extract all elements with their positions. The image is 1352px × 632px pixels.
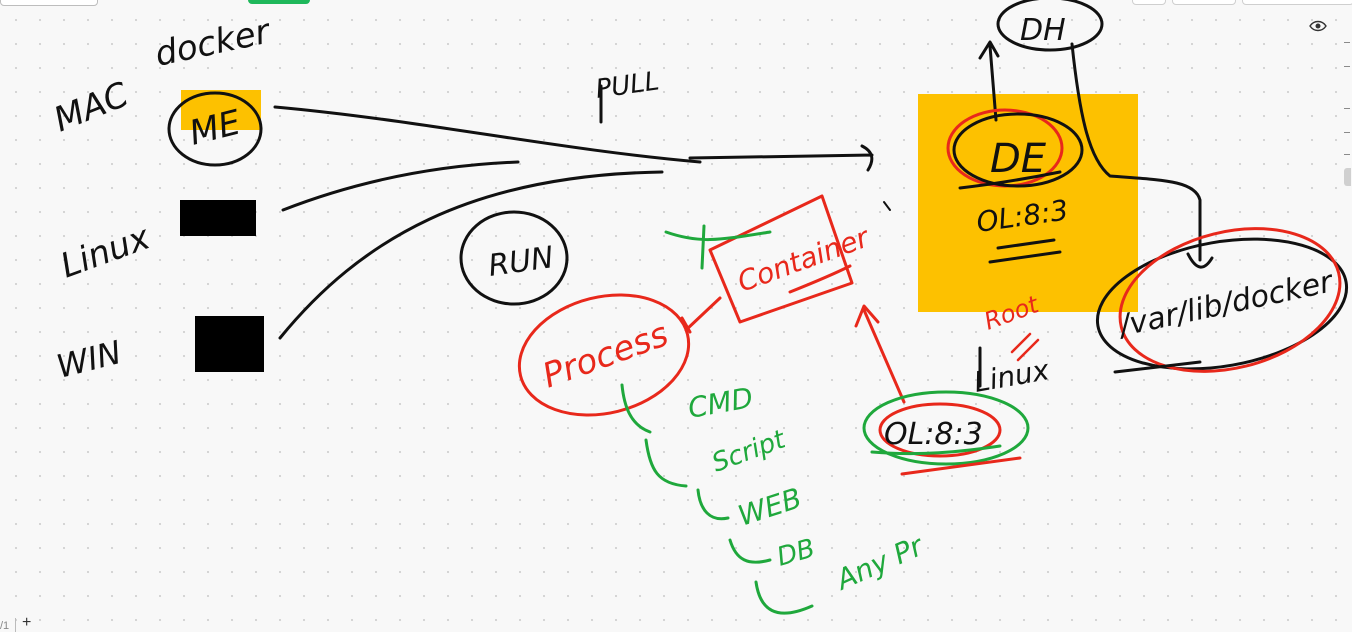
de-underline [958,170,1062,190]
root-underline [1010,332,1040,362]
linux-curve [281,160,520,212]
process-circle [517,293,691,417]
mac-label: MAC [48,75,134,141]
process-tree [620,383,814,615]
dh-down-line [1070,42,1214,269]
dh-circle [996,0,1104,52]
right-toolbar [1130,0,1352,6]
de-text: DE [990,136,1047,182]
toolbar-button[interactable] [1172,0,1236,5]
process-item-script: Script [708,424,790,478]
win-curve [278,170,664,340]
linux-machine-box [180,200,256,236]
image-tag-green-underline [870,444,1002,456]
path-underline [1113,360,1202,374]
linux-right-label: Linux [971,353,1051,399]
win-machine-box [195,316,264,372]
image-tag-green-ring [862,390,1030,466]
page-controls: /1 + [0,614,60,632]
linux-label: Linux [55,217,156,286]
toolbar-button[interactable] [1132,0,1166,5]
tick-mark [883,201,891,211]
dh-text: DH [1020,13,1066,48]
add-page-button[interactable]: + [22,614,32,631]
container-box [708,194,854,324]
rail-tick [1344,66,1350,67]
run-circle [459,210,569,306]
pull-arrow-line [273,105,702,164]
process-text: Process [537,314,673,396]
process-link [680,296,722,334]
rail-tick [1344,132,1350,133]
page-indicator: /1 [0,620,10,632]
docker-label: docker [152,11,275,75]
me-circle [167,91,263,167]
rail-tick [1344,108,1350,109]
container-strike [664,224,772,270]
scroll-thumb[interactable] [1344,168,1351,186]
image-tag-red-underline [900,456,1022,476]
process-item-db: DB [774,533,819,572]
run-text: RUN [486,240,555,284]
image-tag-bottom-text: OL:8:3 [884,417,983,452]
rail-tick [1344,42,1350,43]
up-arrow-red [854,304,906,404]
process-item-cmd: CMD [685,381,755,425]
process-item-any: Any Pr [830,529,930,597]
path-red-ring [1118,227,1342,373]
toolbar-active-tab[interactable] [248,0,310,4]
image-tag-underline [988,238,1062,264]
rail-tick [1344,154,1350,155]
toolbar-button[interactable] [1242,0,1352,5]
image-tag-red-ring [878,402,1002,458]
right-scroll-rail[interactable] [1344,36,1352,196]
toolbar-tab[interactable] [0,0,98,6]
container-underline [788,264,852,294]
path-circle [1095,237,1349,371]
arrow-to-engine [688,144,874,172]
de-circle [952,112,1084,188]
dh-up-arrow [978,40,1000,122]
top-toolbar [0,0,320,6]
divider [15,618,16,632]
path-text: /var/lib/docker [1113,264,1337,344]
eye-icon[interactable] [1308,18,1328,34]
process-item-web: WEB [734,481,806,532]
pull-label: PULL [594,66,661,105]
win-label: WIN [53,333,125,386]
